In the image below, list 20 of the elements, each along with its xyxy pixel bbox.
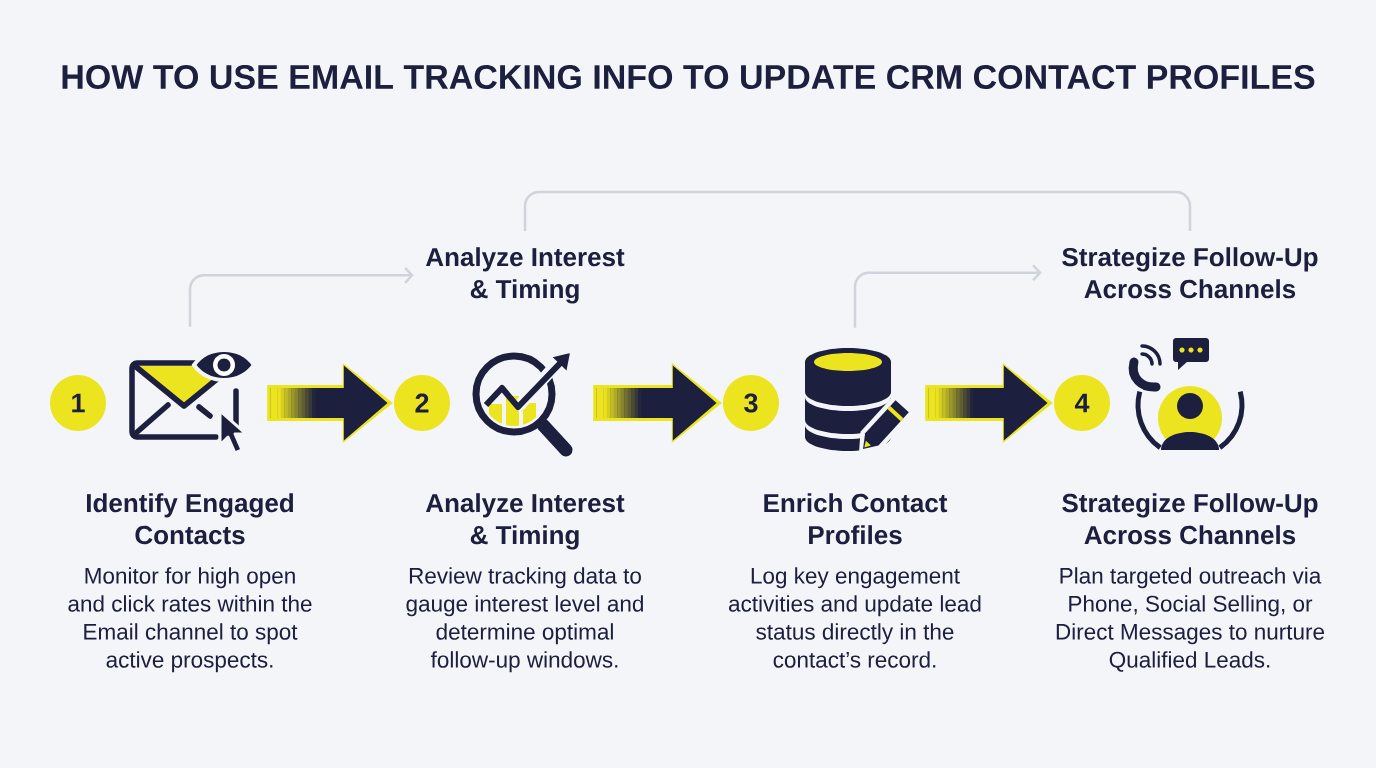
chart-magnifier-icon	[472, 352, 573, 457]
step-description: Review tracking data to gauge interest level and determine optimal follow-up windows.	[406, 567, 643, 673]
step-title: Identify Engaged Contacts	[87, 493, 293, 545]
title: HOW TO USE EMAIL TRACKING INFO TO UPDATE CRM CONTACT PROFILES	[62, 64, 1315, 90]
connector-line	[523, 190, 1192, 231]
block-arrow	[593, 363, 722, 443]
contact-icon	[1128, 338, 1245, 450]
step-title: Strategize Follow-Up Across Channels	[1062, 493, 1318, 545]
step-title: Enrich Contact Profiles	[764, 493, 948, 545]
step-description: Log key engagement activities and update lead status directly in the contact’s record.	[729, 567, 981, 668]
step-description: Monitor for high open and click rates within the Email channel to spot active prospects.	[68, 567, 312, 673]
step-title: Analyze Interest & Timing	[425, 493, 625, 550]
step-description: Plan targeted outreach via Phone, Social Selling, or Direct Messages to nurture Qualified Leads.	[1056, 567, 1324, 672]
step-title: Strategize Follow-Up Across Channels	[1062, 247, 1318, 299]
step-title: Analyze Interest & Timing	[425, 247, 625, 304]
connector-arrow	[188, 267, 414, 327]
database-icon	[805, 348, 909, 451]
block-arrow	[925, 363, 1053, 443]
block-arrow	[267, 363, 393, 443]
connector-arrow	[853, 264, 1042, 328]
